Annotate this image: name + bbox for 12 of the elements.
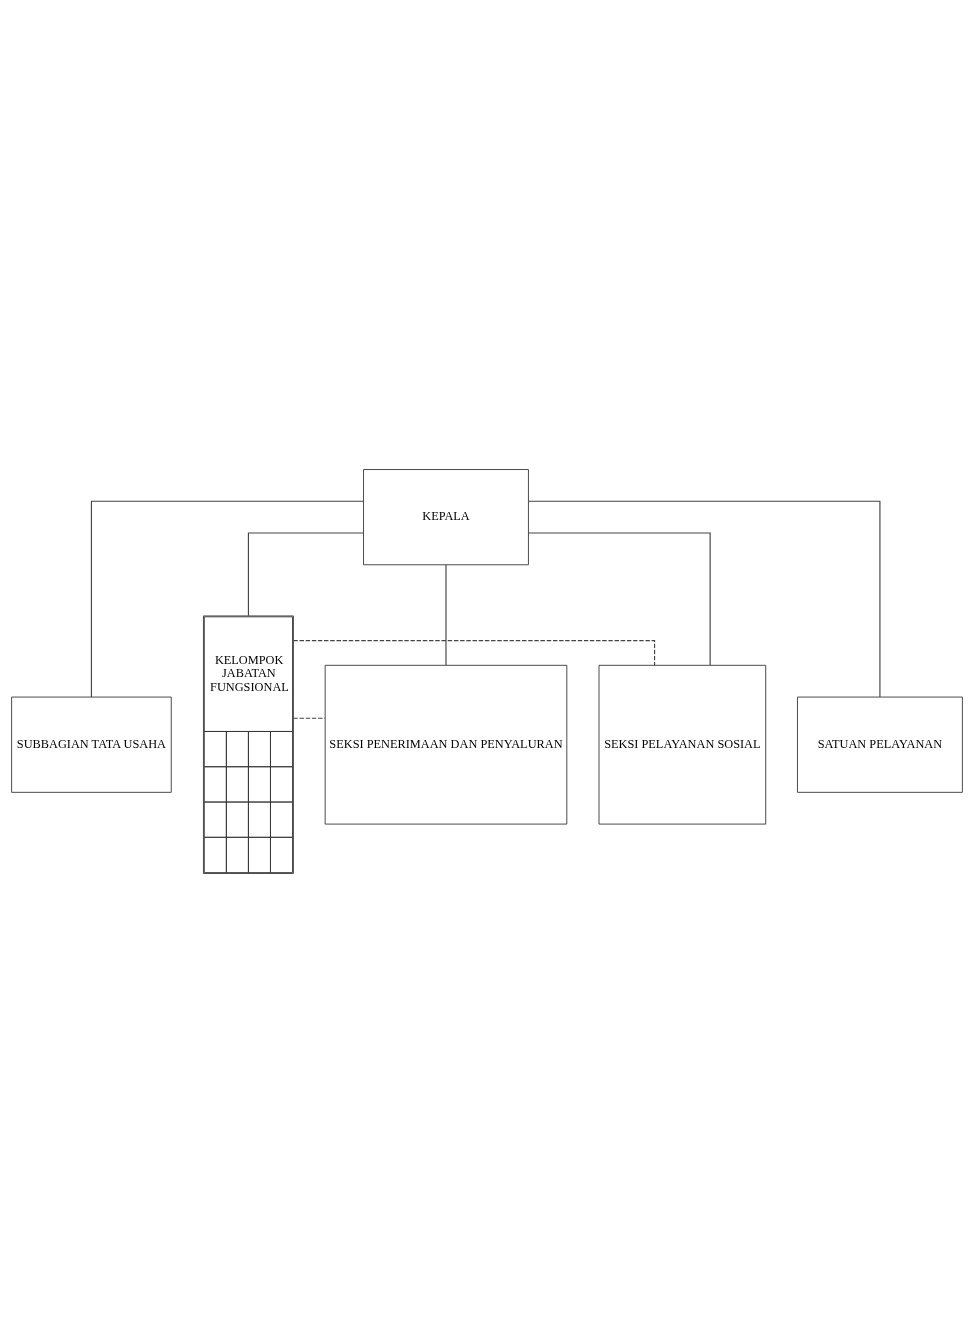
connector xyxy=(528,500,881,698)
connector xyxy=(292,717,326,719)
node-box: SEKSI PENERIMAAN DAN PENYALURAN xyxy=(324,664,568,825)
connector xyxy=(90,500,364,698)
node-box: SUBBAGIAN TATA USAHA xyxy=(11,696,172,793)
connector xyxy=(247,532,364,617)
connector xyxy=(527,532,711,666)
connector xyxy=(292,640,656,666)
node-box: SEKSI PELAYANAN SOSIAL xyxy=(598,664,767,825)
node-box: SATUAN PELAYANAN xyxy=(797,696,963,793)
connector xyxy=(445,564,447,666)
node-box: KEPALA xyxy=(363,469,529,566)
